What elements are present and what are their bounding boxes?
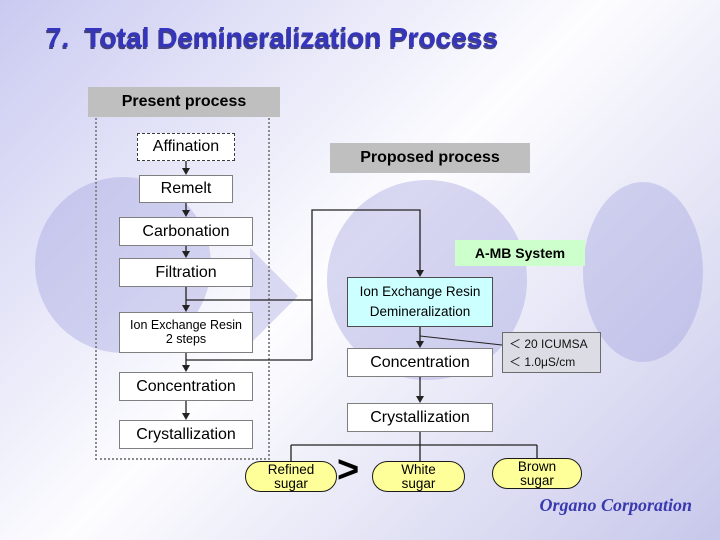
quality-note-line2: ＜ 1.0μS/cm <box>509 354 576 369</box>
decor-circle-right <box>583 182 703 362</box>
output-brown-sugar: Brown sugar <box>492 458 582 489</box>
refined-sugar-line2: sugar <box>274 475 308 491</box>
ion-exchange-line1: Ion Exchange Resin <box>130 317 242 332</box>
arrowhead <box>416 341 424 348</box>
arrowhead <box>416 270 424 277</box>
flow-step-concentration-proposed: Concentration <box>347 348 493 377</box>
proposed-process-label: Proposed process <box>330 143 530 173</box>
arrowhead <box>416 396 424 403</box>
connector-quality-callout <box>419 335 503 346</box>
refined-sugar-line1: Refined <box>267 461 315 477</box>
ion-exchange-line2: 2 steps <box>165 331 207 346</box>
present-process-label: Present process <box>88 87 280 117</box>
flow-step-crystallization-proposed: Crystallization <box>347 403 493 432</box>
output-white-sugar: White sugar <box>372 461 465 492</box>
company-footer: Organo Corporation <box>539 495 692 515</box>
flow-step-ion-exchange-demineralization: Ion Exchange Resin Demineralization <box>347 277 493 327</box>
flow-step-affination: Affination <box>137 133 235 161</box>
amb-system-label: A-MB System <box>455 240 585 266</box>
white-sugar-line1: White <box>401 461 436 477</box>
flow-step-crystallization-present: Crystallization <box>119 420 253 449</box>
quality-note: ＜ 20 ICUMSA ＜ 1.0μS/cm <box>502 332 601 373</box>
brown-sugar-line2: sugar <box>520 472 554 488</box>
demineralization-line1: Ion Exchange Resin <box>359 284 481 300</box>
slide-title: 7. Total Demineralization Process <box>46 22 499 53</box>
flow-step-concentration-present: Concentration <box>119 372 253 401</box>
flow-step-carbonation: Carbonation <box>119 217 253 246</box>
greater-than-symbol: > <box>337 449 360 491</box>
output-refined-sugar: Refined sugar <box>245 461 337 492</box>
demineralization-line2: Demineralization <box>369 304 471 319</box>
flow-step-remelt: Remelt <box>139 175 233 203</box>
connector-sugar-tree <box>290 432 538 461</box>
brown-sugar-line1: Brown <box>517 458 557 474</box>
flow-step-ion-exchange-2steps: Ion Exchange Resin 2 steps <box>119 312 253 353</box>
white-sugar-line2: sugar <box>401 475 436 491</box>
flow-step-filtration: Filtration <box>119 258 253 287</box>
quality-note-line1: ＜ 20 ICUMSA <box>509 336 588 351</box>
